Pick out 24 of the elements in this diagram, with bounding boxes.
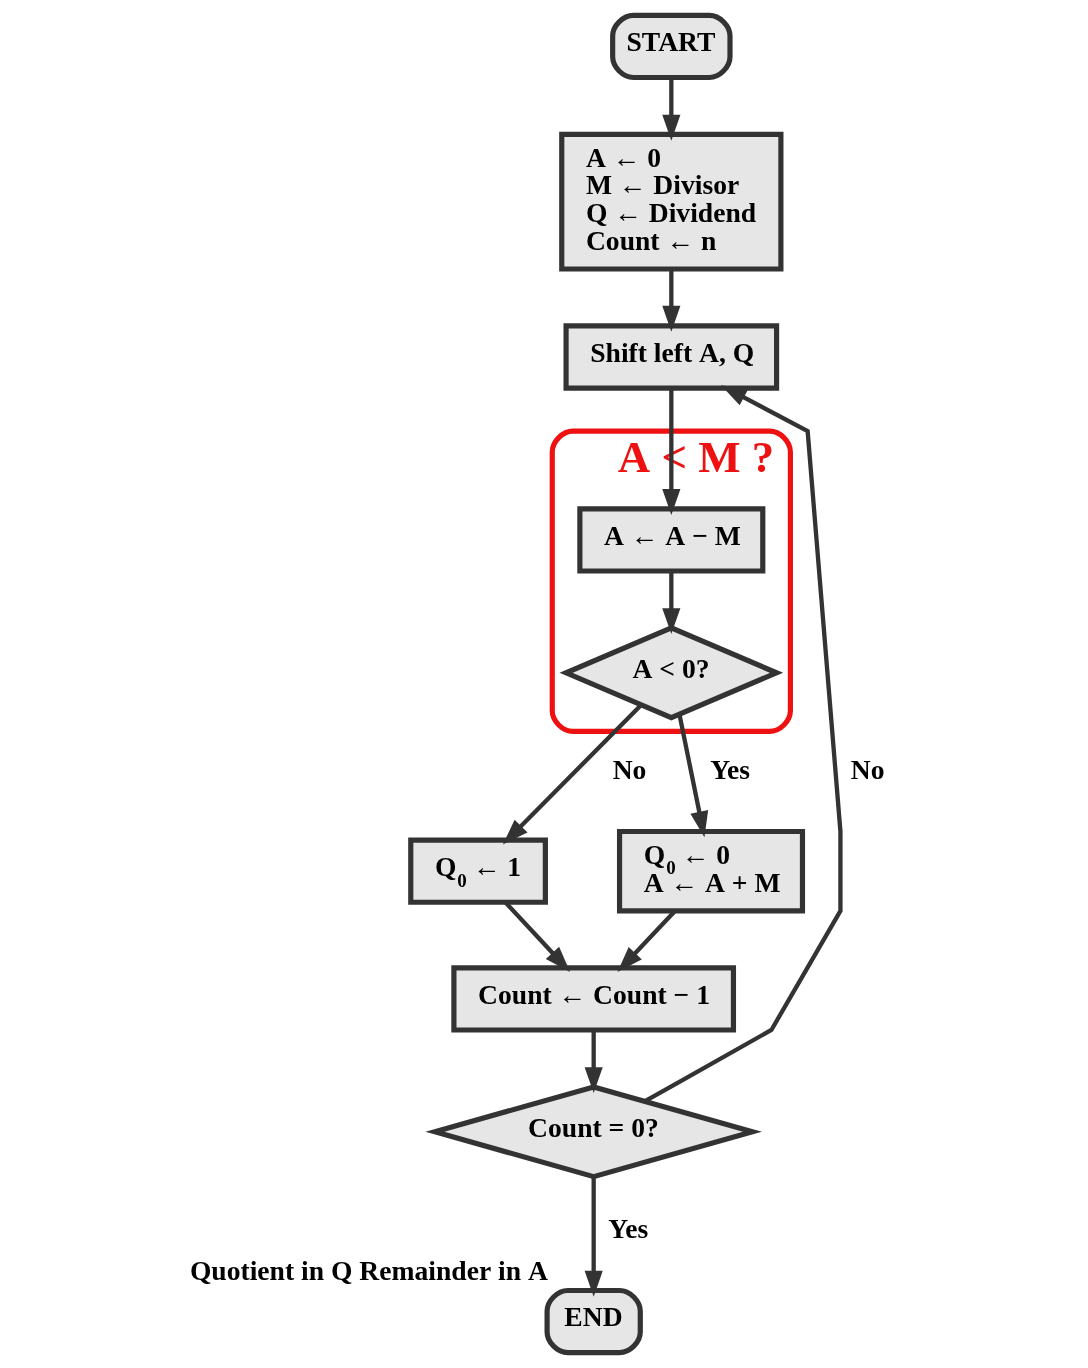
arrow (661, 571, 680, 635)
edge-label: Yes (709, 754, 750, 786)
node-box: Count ← Count − 1 (450, 965, 736, 1033)
node-box: A ← 0 M ← Divisor Q ← Dividend Count ← n (558, 131, 783, 272)
node-diamond: Count = 0? (424, 1084, 762, 1180)
node-box: END (544, 1287, 643, 1356)
node-box: START (609, 12, 733, 81)
arrow (661, 269, 680, 332)
arrow (616, 910, 676, 972)
node-box: Q$_{0}$ ← 0 A ← A + M (616, 828, 805, 914)
arrow (502, 703, 643, 845)
node-label: Quotient in Q Remainder in A (189, 1254, 548, 1286)
edge-label: Yes (607, 1213, 648, 1245)
node-box: Shift left A, Q (563, 323, 779, 391)
node-box: A ← A − M (576, 506, 765, 574)
edge-label: No (612, 754, 646, 786)
arrow (584, 1176, 603, 1297)
arrow (643, 385, 843, 1103)
arrow (676, 714, 708, 838)
node-box: Q$_{0}$ ← 1 (407, 837, 548, 905)
node-diamond: A < 0? (558, 625, 783, 721)
arrow (661, 78, 680, 141)
arrow (584, 1030, 603, 1094)
edge-label: No (850, 754, 885, 786)
